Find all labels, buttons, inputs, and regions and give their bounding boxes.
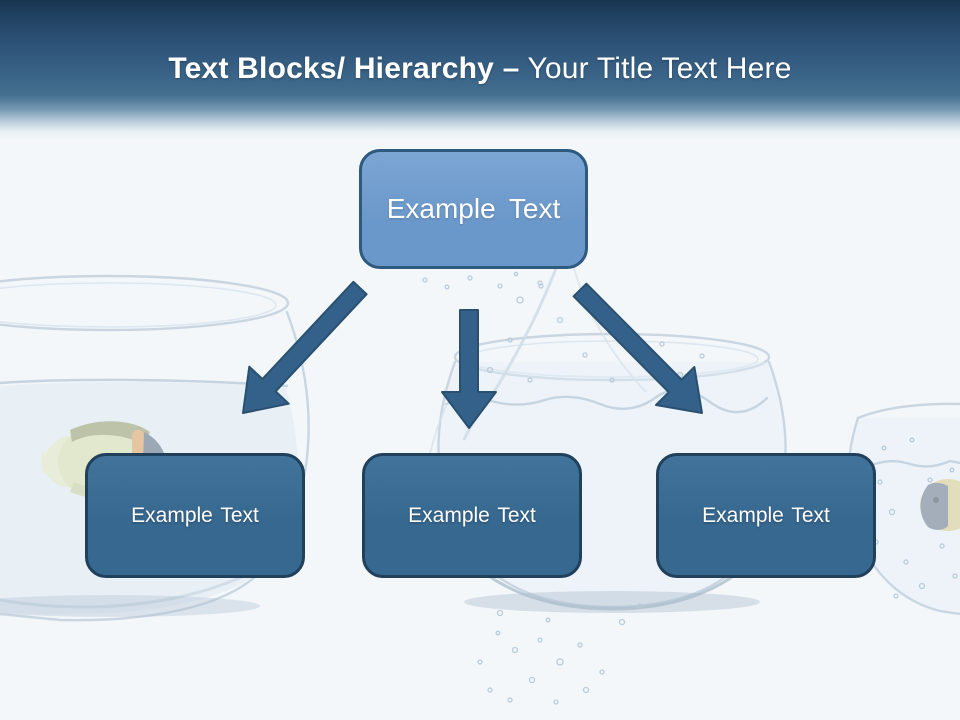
child-text-block-2-label: Example Text (408, 503, 536, 527)
child-text-block-3: Example Text (656, 453, 876, 578)
child-text-block-1-label: Example Text (131, 503, 259, 527)
child-text-block-2: Example Text (362, 453, 582, 578)
arrow-down-right-icon (572, 282, 703, 414)
page-title: Text Blocks/ Hierarchy – Your Title Text… (0, 0, 960, 85)
fishbowl-right (847, 402, 960, 616)
title-bold-text: Text Blocks/ Hierarchy – (168, 52, 520, 85)
falling-bubbles (477, 603, 643, 705)
root-text-block-label: Example Text (386, 193, 561, 224)
title-regular-text: Your Title Text Here (527, 52, 792, 85)
child-text-block-1: Example Text (85, 453, 305, 578)
root-text-block: Example Text (359, 149, 588, 269)
arrow-down-left-icon (242, 280, 368, 414)
arrow-down-icon (441, 309, 497, 429)
child-text-block-3-label: Example Text (702, 503, 830, 527)
right-bowl-bubbles (873, 437, 958, 599)
fish-right-icon (920, 479, 960, 531)
title-bar: Text Blocks/ Hierarchy – Your Title Text… (0, 0, 960, 140)
